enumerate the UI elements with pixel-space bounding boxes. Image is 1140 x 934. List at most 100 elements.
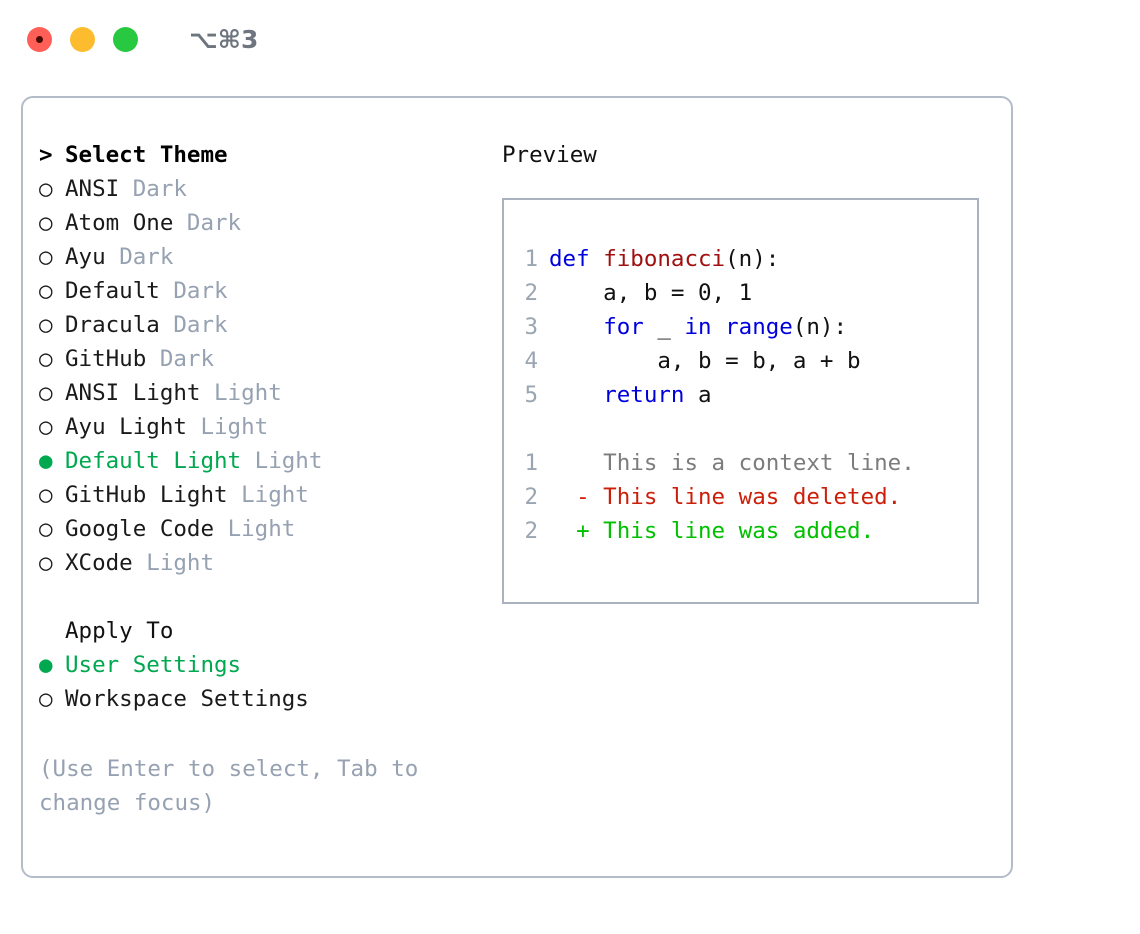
radio-unselected-icon[interactable]: ○ — [39, 549, 53, 576]
theme-list-item[interactable]: ○ANSI Dark — [39, 172, 469, 206]
apply-to-label: User Settings — [65, 652, 242, 678]
theme-mode-badge: Light — [214, 380, 282, 406]
code-token — [549, 314, 603, 340]
line-number: 2 — [524, 280, 538, 306]
theme-list-item[interactable]: ○ Dracula Dark — [39, 308, 469, 342]
theme-label-gap — [187, 414, 201, 440]
line-number: 2 — [524, 518, 538, 544]
code-token: def — [549, 246, 604, 272]
theme-list-item[interactable]: ○Google Code Light — [39, 512, 469, 546]
diff-text: This line was added. — [589, 518, 875, 544]
theme-mode-badge: Dark — [159, 346, 215, 372]
radio-unselected-icon[interactable]: ○ — [39, 685, 53, 712]
radio-unselected-icon[interactable]: ○ — [39, 379, 53, 406]
code-line: 5 return a — [524, 378, 915, 412]
select-theme-heading: > Select Theme — [39, 138, 469, 172]
radio-unselected-icon[interactable]: ○ — [39, 515, 53, 542]
theme-label-gap — [160, 278, 174, 304]
radio-unselected-icon[interactable]: ○ — [39, 243, 53, 270]
theme-name-label: Default — [65, 278, 160, 304]
theme-selection-panel: >Select Theme ○ANSI Dark○Atom One Dark○A… — [39, 138, 469, 820]
prompt-caret-icon: > — [39, 141, 53, 168]
theme-list-item[interactable]: ○Ayu Light Light — [39, 410, 469, 444]
theme-label-gap — [200, 380, 214, 406]
theme-mode-badge: Light — [227, 516, 296, 542]
theme-label-gap — [241, 448, 255, 474]
theme-name-label: Dracula — [65, 312, 160, 338]
code-token: a, b = b, a + b — [549, 348, 861, 374]
line-number: 2 — [524, 484, 538, 510]
radio-unselected-icon[interactable]: ○ — [39, 311, 53, 338]
code-token: for — [603, 314, 644, 340]
apply-to-label: Workspace Settings — [65, 686, 309, 712]
theme-list-item[interactable]: ○Ayu Dark — [39, 240, 469, 274]
theme-mode-badge: Light — [146, 550, 215, 576]
theme-list-item[interactable]: ●Default Light Light — [39, 444, 469, 478]
theme-mode-badge: Light — [254, 448, 323, 474]
apply-to-heading-label: Apply To — [65, 618, 174, 644]
theme-name-label: Ayu Light — [65, 414, 187, 440]
radio-unselected-icon[interactable]: ○ — [39, 413, 53, 440]
radio-selected-icon[interactable]: ● — [39, 651, 53, 678]
code-token: _ — [643, 314, 685, 340]
preview-title: Preview — [502, 142, 597, 168]
theme-list-item[interactable]: ○GitHub Light Light — [39, 478, 469, 512]
line-number: 1 — [524, 246, 538, 272]
diff-line: 1 This is a context line. — [524, 446, 914, 480]
minimize-button[interactable] — [70, 26, 95, 52]
theme-name-label: Atom One — [65, 210, 174, 236]
code-token: (n): — [725, 246, 780, 272]
theme-picker-window: >Select Theme ○ANSI Dark○Atom One Dark○A… — [21, 96, 1013, 878]
code-token: (n): — [792, 314, 848, 340]
theme-mode-badge: Dark — [173, 312, 228, 338]
apply-to-option[interactable]: ● User Settings — [39, 648, 469, 682]
keyboard-hint-text: (Use Enter to select, Tab to change focu… — [39, 756, 432, 816]
code-token: return — [603, 382, 685, 408]
theme-label-gap — [160, 312, 174, 338]
code-line: 3 for _ in range(n): — [524, 310, 915, 344]
theme-list-item[interactable]: ○ XCode Light — [39, 546, 469, 580]
theme-list-item[interactable]: ○Default Dark — [39, 274, 469, 308]
radio-unselected-icon[interactable]: ○ — [39, 481, 53, 508]
radio-unselected-icon[interactable]: ○ — [39, 209, 53, 236]
diff-line: 2 - This line was deleted. — [524, 480, 915, 514]
theme-list-item[interactable]: ○ANSI Light Light — [39, 376, 469, 410]
apply-to-list: ● User Settings ○ Workspace Settings — [39, 648, 469, 716]
keyboard-shortcut-label: ⌥⌘3 — [189, 24, 259, 54]
theme-label-gap — [133, 550, 147, 576]
theme-list-item[interactable]: ○ GitHub Dark — [39, 342, 469, 376]
theme-label-gap — [173, 210, 187, 236]
code-token: a — [684, 382, 712, 408]
theme-list: ○ANSI Dark○Atom One Dark○Ayu Dark○Defaul… — [39, 172, 469, 580]
theme-list-item[interactable]: ○ Atom One Dark — [39, 206, 469, 240]
maximize-button[interactable] — [113, 26, 138, 52]
line-number: 1 — [524, 450, 538, 476]
theme-label-gap — [106, 244, 120, 270]
radio-unselected-icon[interactable]: ○ — [39, 345, 53, 372]
apply-to-option[interactable]: ○ Workspace Settings — [39, 682, 469, 716]
radio-selected-icon[interactable]: ● — [39, 447, 53, 474]
theme-label-gap — [119, 176, 133, 202]
code-token: a, b = 0, 1 — [549, 280, 753, 306]
diff-line: 2 + This line was added. — [524, 514, 915, 548]
radio-unselected-icon[interactable]: ○ — [39, 175, 53, 202]
theme-name-label: GitHub Light — [65, 482, 228, 508]
select-theme-heading-label: Select Theme — [65, 142, 228, 168]
window-controls — [27, 26, 138, 52]
diff-marker: + — [549, 518, 590, 544]
diff-marker — [549, 450, 590, 476]
theme-name-label: GitHub — [65, 346, 147, 372]
theme-label-gap — [146, 346, 160, 372]
close-button[interactable] — [27, 26, 52, 52]
theme-mode-badge: Dark — [186, 210, 242, 236]
theme-name-label: Ayu — [65, 244, 106, 270]
apply-to-indent: ○ — [39, 620, 65, 643]
theme-name-label: XCode — [65, 550, 133, 576]
radio-unselected-icon[interactable]: ○ — [39, 277, 53, 304]
line-number: 5 — [524, 382, 538, 408]
theme-label-gap — [214, 516, 228, 542]
